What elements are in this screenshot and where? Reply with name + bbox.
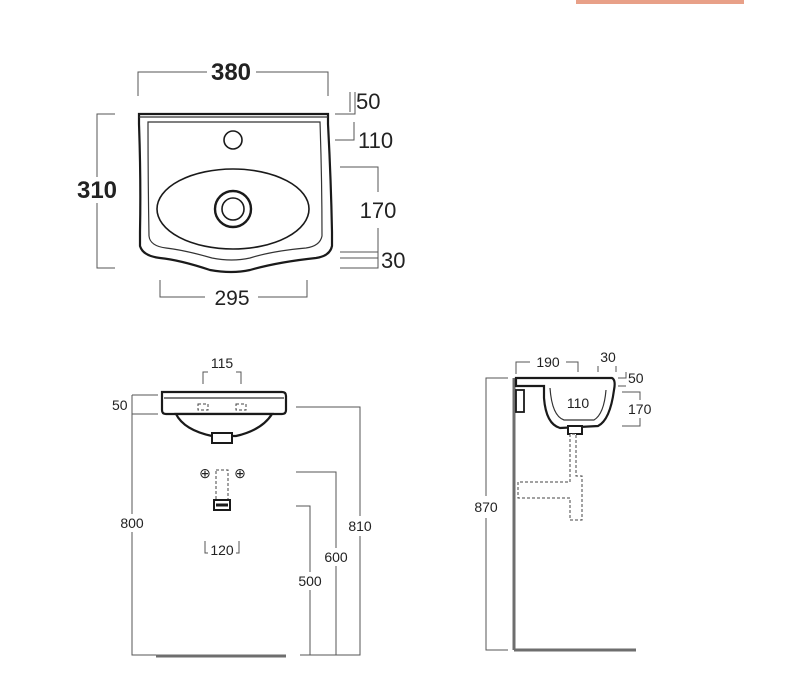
dim-190-right — [566, 361, 579, 372]
dim-30-label: 30 — [381, 248, 405, 273]
basin-inner-rim — [147, 121, 323, 261]
dim-380-right — [256, 71, 329, 96]
front-trap-pipe — [215, 469, 229, 501]
front-basin-rim — [160, 390, 288, 416]
side-trap — [517, 433, 583, 521]
tap-hole — [223, 130, 243, 150]
dim-310-bottom — [96, 203, 115, 269]
dim-170-bottom — [340, 228, 379, 253]
dim-810-bottom — [300, 536, 361, 656]
dim-800-bottom — [131, 532, 156, 656]
front-hidden-hole-right — [235, 403, 247, 411]
dim-50-line — [335, 92, 356, 115]
dim-870-bottom — [485, 518, 508, 651]
top-view: 380 310 295 50 110 170 30 — [77, 59, 406, 310]
side-bowl-inner — [549, 387, 607, 421]
dim-115-left — [202, 371, 208, 384]
dim-295-right — [258, 280, 308, 298]
dim-810-label: 810 — [348, 518, 372, 534]
dim-380-left — [137, 71, 207, 96]
dim-380-label: 380 — [211, 59, 251, 86]
front-hidden-hole-left — [197, 403, 209, 411]
dim-s30-label: 30 — [600, 349, 616, 365]
dim-800-label: 800 — [120, 515, 144, 531]
dim-120-left — [204, 541, 208, 554]
dim-115-label: 115 — [211, 355, 234, 371]
dim-310-label: 310 — [77, 177, 117, 204]
dim-s110-label: 110 — [567, 395, 590, 411]
side-view: 190 30 110 50 170 870 — [474, 349, 652, 652]
dim-f50-label: 50 — [112, 397, 128, 413]
dim-170-top — [340, 166, 379, 192]
dim-190-left — [515, 361, 530, 374]
front-bowl — [174, 412, 274, 438]
drain-inner — [221, 197, 245, 221]
dim-870-top — [485, 377, 508, 496]
dim-120-right — [236, 541, 240, 554]
dim-s50-top — [618, 372, 627, 379]
dim-295-label: 295 — [214, 287, 249, 310]
dim-50-label: 50 — [356, 89, 380, 114]
valve-right-icon: ⊕ — [234, 465, 246, 481]
dim-s170-top — [622, 391, 641, 400]
dim-190-label: 190 — [536, 354, 560, 370]
front-view: ⊕ ⊕ 115 50 800 810 — [112, 355, 372, 658]
dim-115-right — [236, 371, 242, 384]
dim-110-label: 110 — [358, 128, 393, 153]
dim-870-label: 870 — [474, 499, 498, 515]
valve-left-icon: ⊕ — [199, 465, 211, 481]
accent-bar — [576, 0, 744, 4]
dim-30-line — [340, 252, 379, 269]
dim-s50-label: 50 — [628, 370, 644, 386]
dim-120-label: 120 — [210, 542, 234, 558]
dim-600-top — [296, 471, 337, 548]
dim-310-top — [96, 113, 115, 177]
dim-s170-label: 170 — [628, 401, 652, 417]
side-waste-outlet — [567, 425, 583, 435]
dim-295-left — [159, 280, 205, 298]
dim-110-line — [335, 122, 355, 141]
dim-810-top — [296, 406, 361, 516]
dim-170-label: 170 — [360, 198, 397, 223]
front-waste-outlet — [211, 432, 233, 444]
side-basin-profile — [514, 376, 616, 430]
side-bracket — [515, 389, 525, 413]
dim-600-label: 600 — [324, 549, 348, 565]
dim-s170-bottom — [622, 418, 641, 427]
dim-500-label: 500 — [298, 573, 322, 589]
dim-500-top — [296, 505, 311, 572]
